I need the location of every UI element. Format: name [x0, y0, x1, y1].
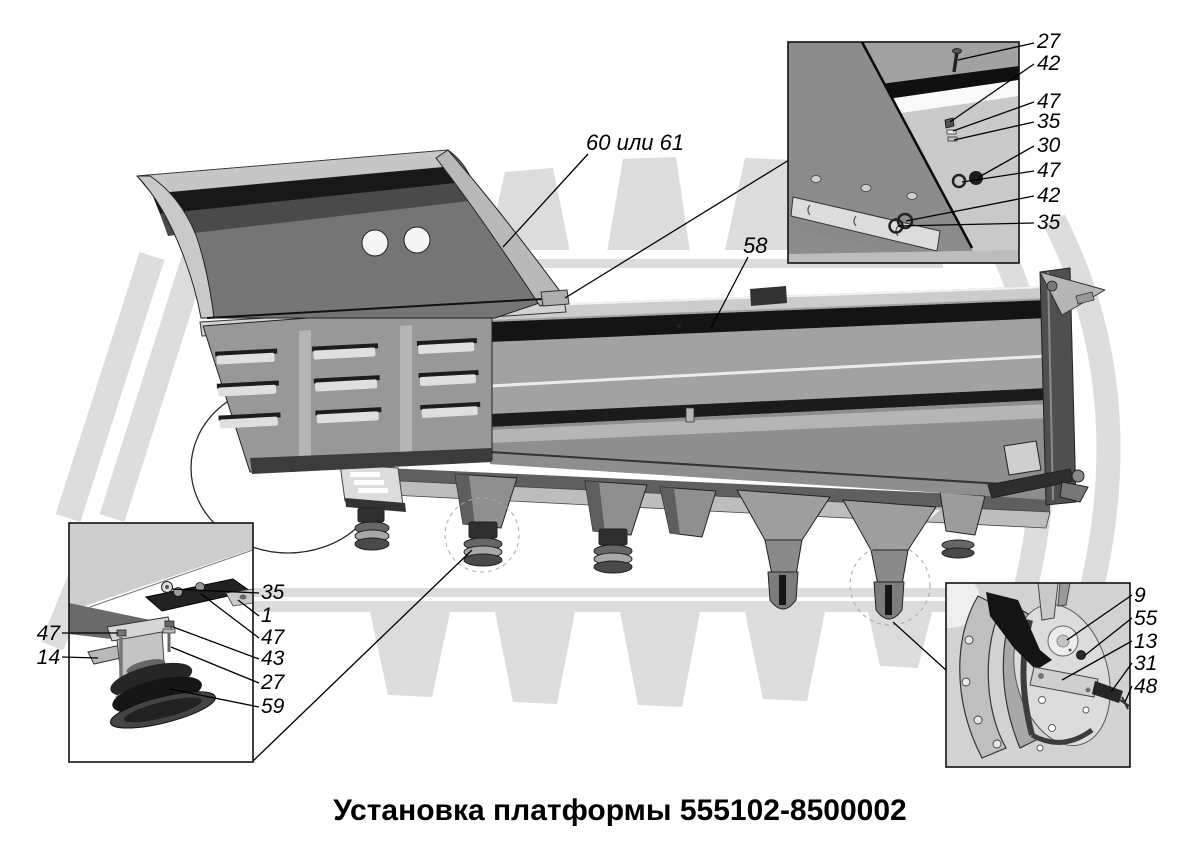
- inset-bottom-right-box: [945, 582, 1131, 768]
- inset-bottom-right: 9 55 13 31 48: [945, 582, 1158, 768]
- detail-marker-front-support: [444, 497, 520, 573]
- callout-35b-tr: 35: [1037, 211, 1061, 234]
- inset-bottom-left: 35 1 47 43 27 59 47 14: [37, 522, 286, 763]
- callout-1-bl: 1: [261, 604, 273, 627]
- side-tab: [685, 407, 695, 423]
- callout-59-bl: 59: [261, 695, 285, 718]
- figure-title: Установка платформы 555102-8500002: [333, 794, 906, 827]
- cross-member: [454, 473, 518, 567]
- canopy: [136, 149, 566, 319]
- canopy-hole: [403, 226, 431, 254]
- callout-31-br: 31: [1134, 652, 1157, 675]
- callout-58: 58: [743, 233, 768, 258]
- hinge-pin: [1092, 681, 1123, 703]
- callout-14-bl: 14: [37, 646, 60, 669]
- tailgate-latch: [987, 440, 1089, 503]
- inset-top-right-box: [787, 41, 1020, 264]
- subframe-details: [339, 463, 986, 620]
- callout-47-tr: 47: [1037, 90, 1062, 113]
- rubber-cushion: [109, 659, 216, 729]
- callout-47l-bl: 47: [37, 622, 62, 645]
- inset-bottom-left-box: [68, 522, 254, 763]
- canopy-hole: [361, 229, 389, 257]
- callout-47-bl: 47: [261, 626, 286, 649]
- inset-top-right: 27 42 47 35 30 47 42 35: [787, 30, 1062, 264]
- detail-marker-hinge: [849, 544, 931, 626]
- hinge-bolt: [1076, 650, 1086, 660]
- callout-42-tr: 42: [1037, 52, 1061, 75]
- side-hole: [677, 324, 681, 328]
- hinge-bracket: [842, 499, 937, 620]
- callout-27-tr: 27: [1036, 30, 1062, 53]
- inset-bottom-left-leaders: [61, 588, 260, 708]
- callout-60-or-61: 60 или 61: [586, 130, 684, 155]
- cross-member: [659, 486, 717, 538]
- louvers: [215, 338, 481, 429]
- lock-bar: [1029, 666, 1099, 698]
- inset-bottom-right-leaders: [1061, 594, 1133, 703]
- callout-35-bl: 35: [261, 581, 285, 604]
- callout-30-tr: 30: [1037, 134, 1061, 157]
- inset-top-right-leaders: [897, 42, 1035, 227]
- callout-27-bl: 27: [260, 671, 286, 694]
- callout-55-br: 55: [1134, 607, 1158, 630]
- front-top-bracket: [540, 289, 570, 307]
- stake-block: [750, 286, 787, 306]
- callout-43-bl: 43: [261, 647, 285, 670]
- platform-assembly-drawing: [136, 149, 1106, 620]
- cross-member: [584, 480, 648, 574]
- callout-13-br: 13: [1134, 630, 1158, 653]
- callout-42b-tr: 42: [1037, 184, 1061, 207]
- callout-35-tr: 35: [1037, 110, 1061, 133]
- leader-lines: [252, 153, 948, 762]
- platform-side: [489, 267, 1106, 506]
- hinge-bracket: [736, 489, 831, 610]
- fastener-hardware: [888, 48, 983, 234]
- callout-47b-tr: 47: [1037, 159, 1062, 182]
- callout-48-br: 48: [1134, 675, 1158, 698]
- callout-9-br: 9: [1134, 584, 1146, 607]
